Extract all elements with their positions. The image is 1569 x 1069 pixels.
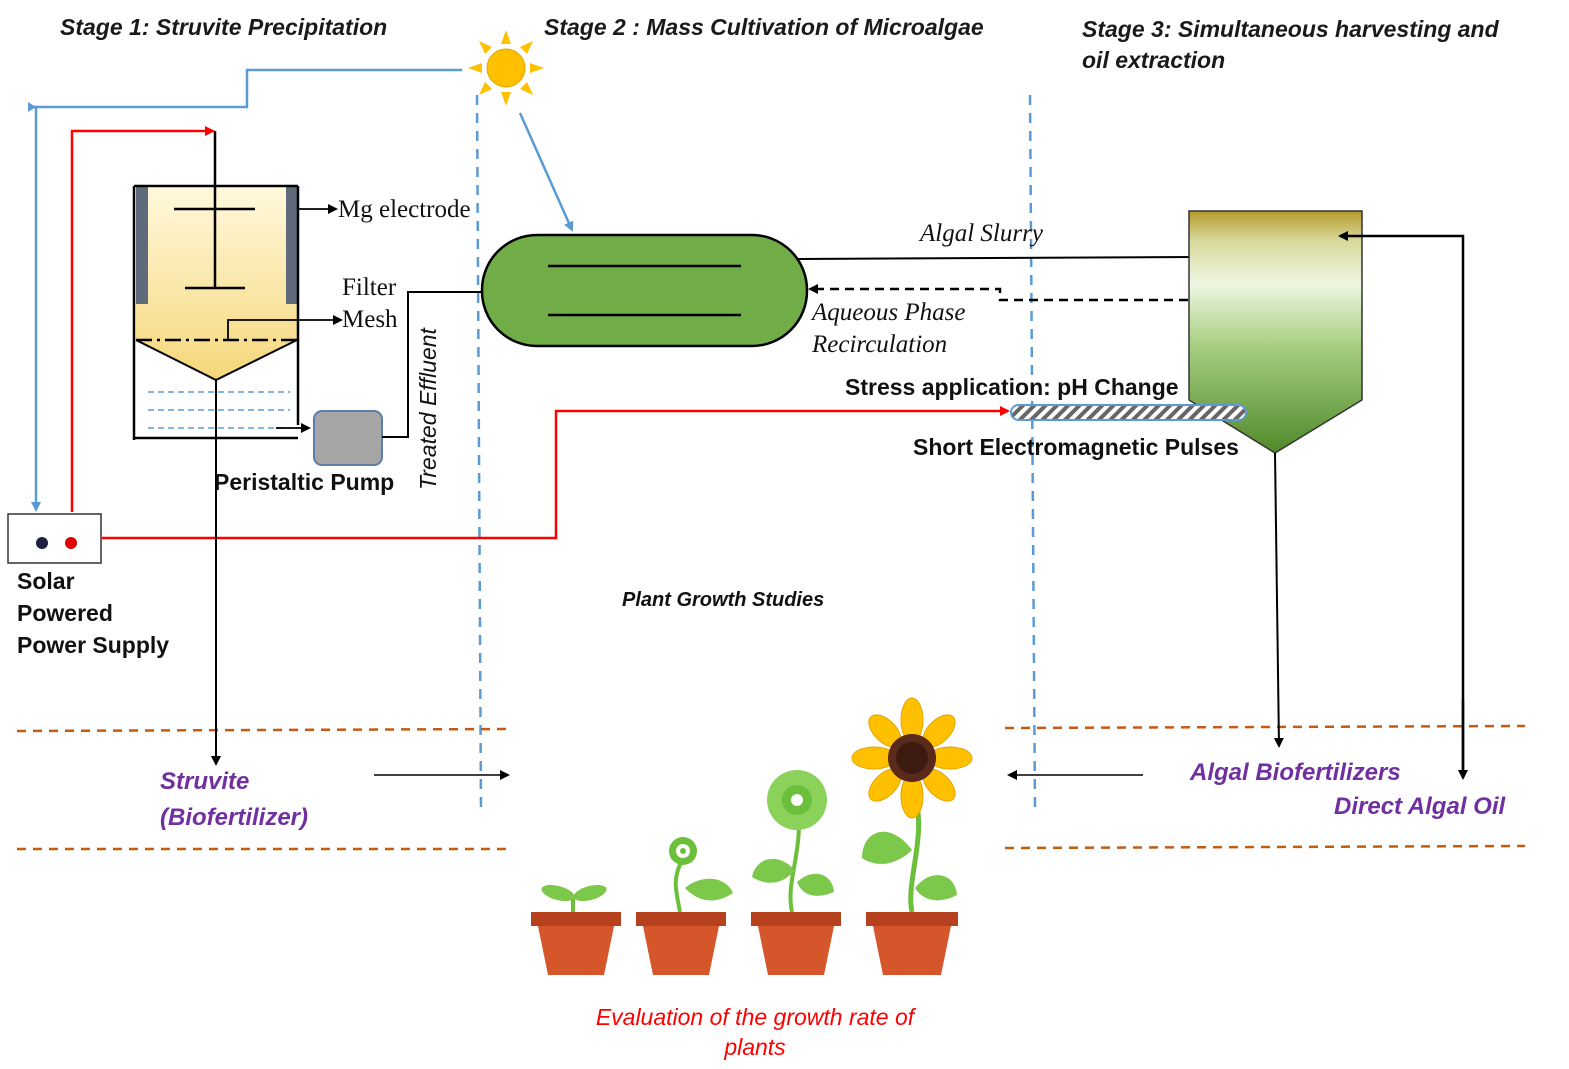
direct-oil-line <box>1338 231 1465 777</box>
mg-electrode-right <box>286 186 298 304</box>
negative-terminal-icon <box>36 537 48 549</box>
peristaltic-pump-label: Peristaltic Pump <box>214 469 394 495</box>
mg-electrode-label: Mg electrode <box>338 196 471 223</box>
pulses-label: Short Electromagnetic Pulses <box>913 434 1239 460</box>
stage3-title-line2: oil extraction <box>1082 47 1225 73</box>
filter-label: Filter <box>342 274 397 301</box>
aqueous-label-line2: Recirculation <box>811 331 947 358</box>
mg-electrode-left <box>136 186 148 304</box>
stage2-title: Stage 2 : Mass Cultivation of Microalgae <box>544 14 984 40</box>
plant-small-flower <box>636 837 733 975</box>
sun-icon <box>468 30 544 106</box>
evaluation-label-line2: plants <box>723 1034 786 1060</box>
struvite-label-line2: (Biofertilizer) <box>160 804 308 831</box>
solar-line-to-reactor <box>518 112 574 232</box>
power-supply-box <box>7 513 102 564</box>
solar-label-line1: Solar <box>17 568 75 594</box>
output-band-lines <box>16 724 1526 851</box>
positive-terminal-icon <box>65 537 77 549</box>
aqueous-recirculation-line <box>808 284 1188 302</box>
plant-sunflower <box>851 697 973 975</box>
power-line-to-electrode <box>70 126 215 512</box>
direct-algal-oil-label: Direct Algal Oil <box>1334 793 1506 820</box>
algal-biofertilizers-label: Algal Biofertilizers <box>1189 759 1401 786</box>
struvite-label-line1: Struvite <box>160 768 249 795</box>
algal-biofertilizer-arrow <box>1273 452 1284 748</box>
evaluation-label-line1: Evaluation of the growth rate of <box>596 1004 917 1030</box>
pulse-electrode <box>1010 404 1247 421</box>
peristaltic-pump <box>313 410 383 466</box>
aqueous-label-line1: Aqueous Phase <box>810 299 965 326</box>
power-line-to-pulse-unit <box>102 406 1010 540</box>
mesh-label: Mesh <box>342 306 398 333</box>
algal-slurry-label: Algal Slurry <box>918 220 1044 247</box>
plant-seedling <box>531 884 621 975</box>
solar-label-line2: Powered <box>17 600 113 626</box>
plant-leafy-flower <box>751 770 841 975</box>
plant-growth-label: Plant Growth Studies <box>622 589 824 611</box>
solar-label-line3: Power Supply <box>17 632 169 658</box>
potted-plants-illustration <box>531 697 973 975</box>
treated-effluent-label: Treated Effluent <box>415 326 441 490</box>
solar-line-to-supply <box>31 68 462 512</box>
stage-divider-1 <box>475 94 483 811</box>
algal-slurry-arrow <box>796 252 1200 263</box>
stage1-title: Stage 1: Struvite Precipitation <box>60 14 387 40</box>
struvite-reactor <box>132 131 300 440</box>
photobioreactor <box>480 233 809 348</box>
stage3-title-line1: Stage 3: Simultaneous harvesting and <box>1082 16 1500 42</box>
stage-divider-2 <box>1028 94 1037 811</box>
harvesting-tank <box>1188 210 1363 454</box>
stress-label: Stress application: pH Change <box>845 374 1179 400</box>
